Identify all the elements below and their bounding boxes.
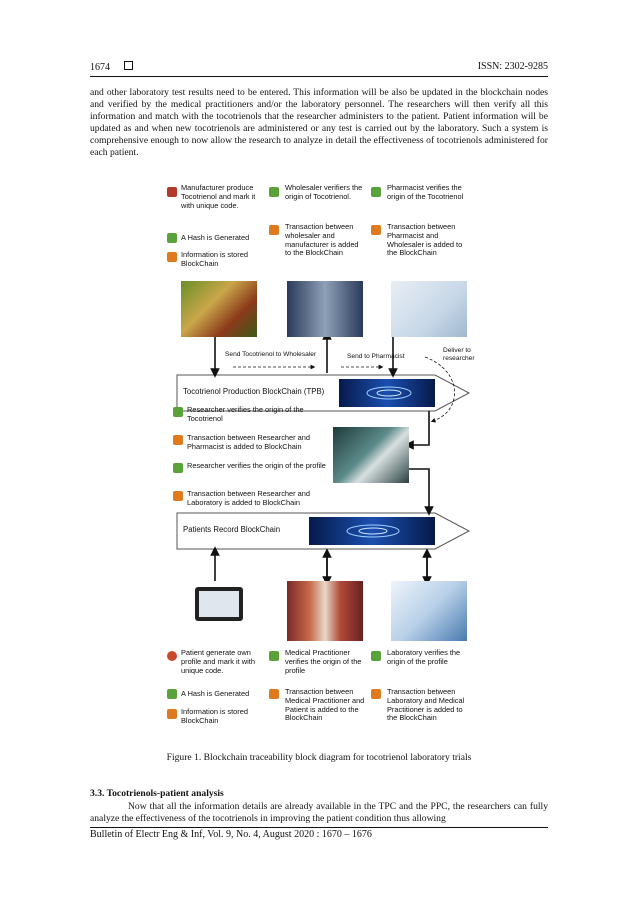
pharmacist-photo bbox=[391, 281, 467, 337]
factory-icon bbox=[167, 187, 177, 197]
send-pharmacist-label: Send to Pharmacist bbox=[347, 353, 405, 360]
laboratory-photo bbox=[391, 581, 467, 641]
researcher-pharmacist-text: Transaction between Researcher and Pharm… bbox=[187, 433, 310, 451]
hash-icon bbox=[167, 689, 177, 699]
verify-icon bbox=[269, 651, 279, 661]
researcher-verify-text: Researcher verifies the origin of the To… bbox=[187, 405, 304, 423]
researcher-laboratory-text: Transaction between Researcher and Labor… bbox=[187, 489, 310, 507]
prb-chain-image bbox=[309, 517, 435, 545]
stored-text: Information is stored BlockChain bbox=[181, 250, 248, 268]
researcher-profile-text: Researcher verifies the origin of the pr… bbox=[187, 461, 326, 470]
footer-rule bbox=[90, 827, 548, 828]
issn: ISSN: 2302-9285 bbox=[477, 61, 548, 72]
verify-icon bbox=[173, 463, 183, 473]
patient-profile-text: Patient generate own profile and mark it… bbox=[181, 648, 255, 675]
header-rule bbox=[90, 76, 548, 77]
wholesaler-text: Wholesaler verifiers the origin of Tocot… bbox=[285, 183, 363, 201]
hash-icon bbox=[167, 233, 177, 243]
pharmacist-icon bbox=[371, 187, 381, 197]
lab-transaction-text: Transaction between Laboratory and Medic… bbox=[387, 687, 465, 723]
storage-icon bbox=[167, 252, 177, 262]
page-footer: Bulletin of Electr Eng & Inf, Vol. 9, No… bbox=[90, 829, 372, 840]
figure-graphics bbox=[176, 330, 471, 586]
hash-text: A Hash is Generated bbox=[181, 233, 250, 242]
storage-icon bbox=[167, 709, 177, 719]
tpb-chain-image bbox=[339, 379, 435, 407]
page-number: 1674 bbox=[90, 61, 133, 73]
section-heading: 3.3. Tocotrienols-patient analysis bbox=[90, 788, 224, 799]
lab-verify-text: Laboratory verifies the origin of the pr… bbox=[387, 648, 461, 666]
wholesaler-transaction-text: Transaction between wholesaler and manuf… bbox=[285, 222, 359, 258]
transaction-icon bbox=[371, 225, 381, 235]
transaction-icon bbox=[173, 491, 183, 501]
transaction-icon bbox=[173, 435, 183, 445]
section-paragraph: Now that all the information details are… bbox=[90, 801, 548, 825]
researcher-lab-photo bbox=[333, 427, 409, 483]
prb-label: Patients Record BlockChain bbox=[183, 525, 281, 534]
verify-icon bbox=[371, 651, 381, 661]
patient-hash-text: A Hash is Generated bbox=[181, 689, 250, 698]
verify-icon bbox=[173, 407, 183, 417]
manufacturer-text: Manufacturer produce Tocotrienol and mar… bbox=[181, 183, 256, 210]
square-icon bbox=[124, 61, 133, 70]
transaction-icon bbox=[371, 689, 381, 699]
blockchain-figure: Manufacturer produce Tocotrienol and mar… bbox=[163, 181, 475, 738]
palm-fruit-photo bbox=[181, 281, 257, 337]
body-paragraph: and other laboratory test results need t… bbox=[90, 87, 548, 159]
pharmacist-text: Pharmacist verifies the origin of the To… bbox=[387, 183, 464, 201]
patient-icon bbox=[167, 651, 177, 661]
tpb-label: Tocotrienol Production BlockChain (TPB) bbox=[183, 387, 325, 396]
send-wholesaler-label: Send Tocotrienol to Wholesaler bbox=[225, 351, 317, 358]
warehouse-photo bbox=[287, 281, 363, 337]
wholesaler-icon bbox=[269, 187, 279, 197]
deliver-researcher-label: Deliver to researcher bbox=[443, 347, 475, 362]
medical-records-photo bbox=[287, 581, 363, 641]
medical-transaction-text: Transaction between Medical Practitioner… bbox=[285, 687, 365, 723]
figure-caption: Figure 1. Blockchain traceability block … bbox=[166, 752, 472, 763]
tablet-photo bbox=[191, 583, 247, 625]
patient-stored-text: Information is stored BlockChain bbox=[181, 707, 248, 725]
transaction-icon bbox=[269, 225, 279, 235]
medical-verify-text: Medical Practitioner verifies the origin… bbox=[285, 648, 362, 675]
transaction-icon bbox=[269, 689, 279, 699]
pharmacist-transaction-text: Transaction between Pharmacist and Whole… bbox=[387, 222, 463, 258]
